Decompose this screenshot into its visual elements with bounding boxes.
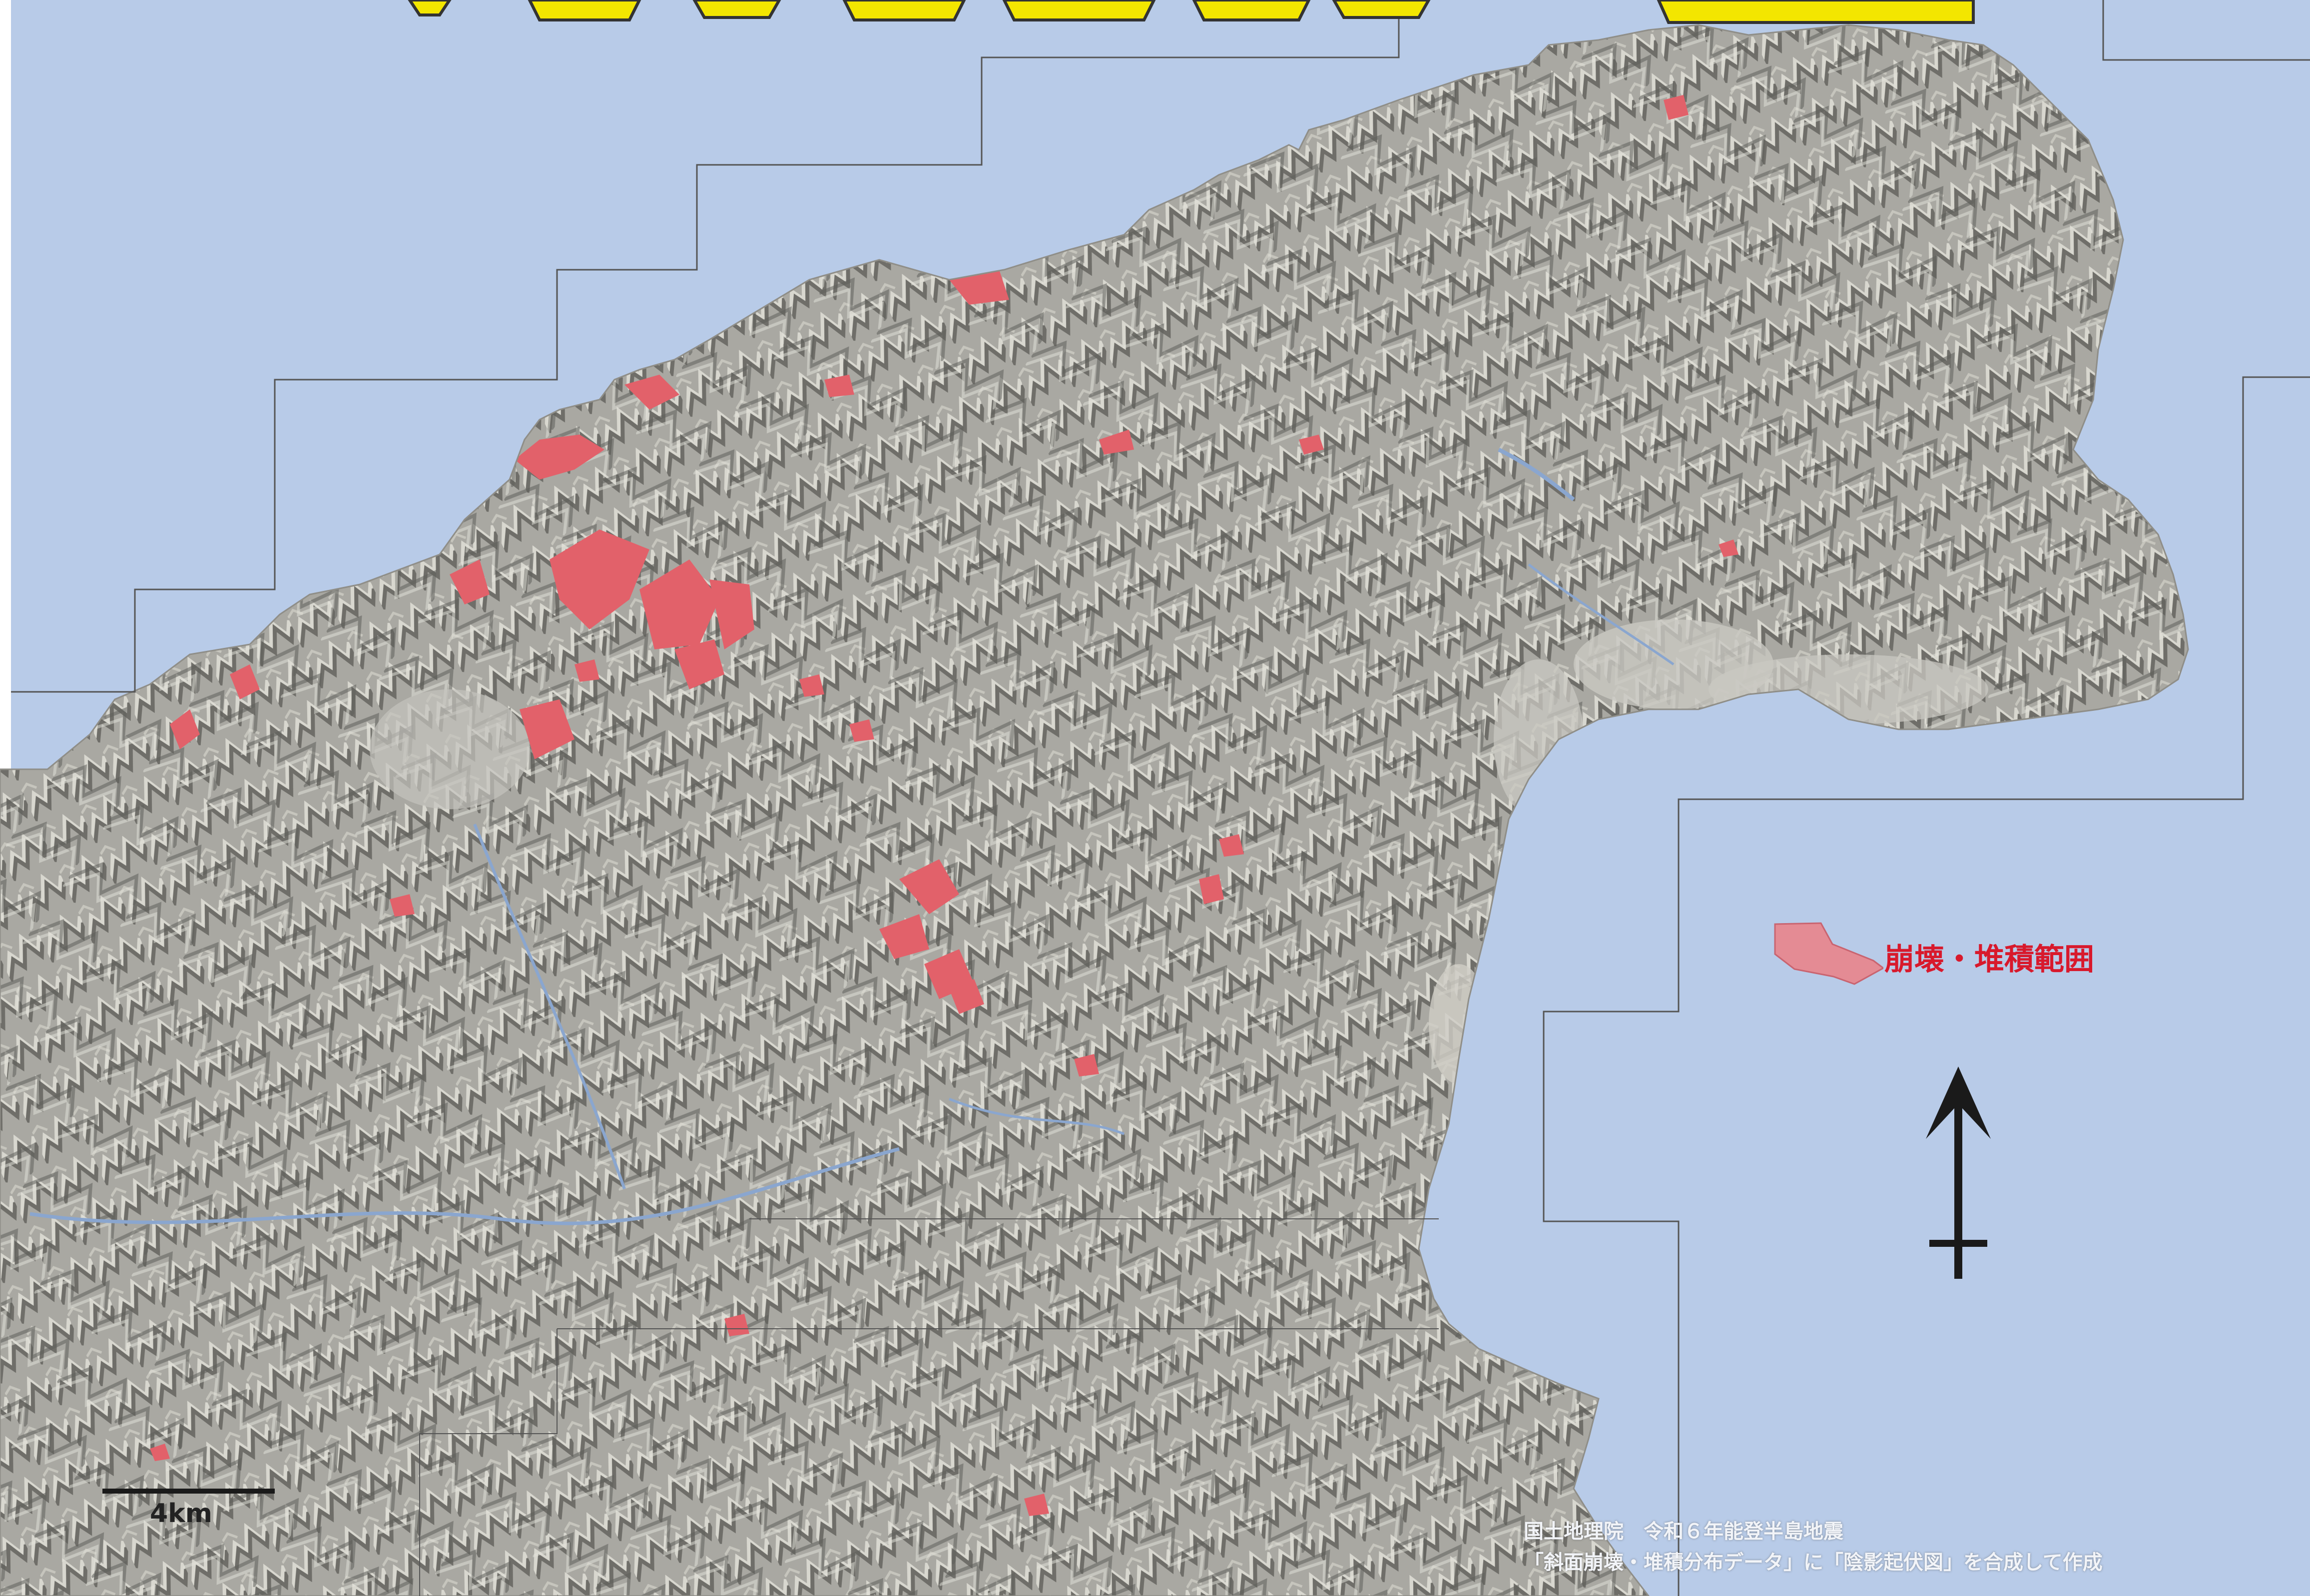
boundary-lines: [11, 0, 2310, 1596]
landslide-areas: [150, 95, 1738, 1516]
title-fragment: [408, 0, 1975, 24]
credit-line-2: 「斜面崩壊・堆積分布データ」に「陰影起伏図」を合成して作成: [1524, 1551, 2103, 1574]
scale-bar-line: [102, 1489, 275, 1494]
map-credit: 国土地理院 令和６年能登半島地震 「斜面崩壊・堆積分布データ」に「陰影起伏図」を…: [1524, 1516, 2283, 1578]
north-arrow-icon: [1926, 1066, 1991, 1279]
landslide-swatch-icon: [1774, 922, 1883, 985]
credit-line-1: 国土地理院 令和６年能登半島地震: [1524, 1520, 1843, 1543]
legend-label: 崩壊・堆積範囲: [1884, 942, 2094, 977]
map-legend: 崩壊・堆積範囲: [1773, 914, 2273, 994]
scale-bar-label: 4km: [150, 1499, 212, 1529]
scale-bar: 4km: [102, 1484, 282, 1539]
